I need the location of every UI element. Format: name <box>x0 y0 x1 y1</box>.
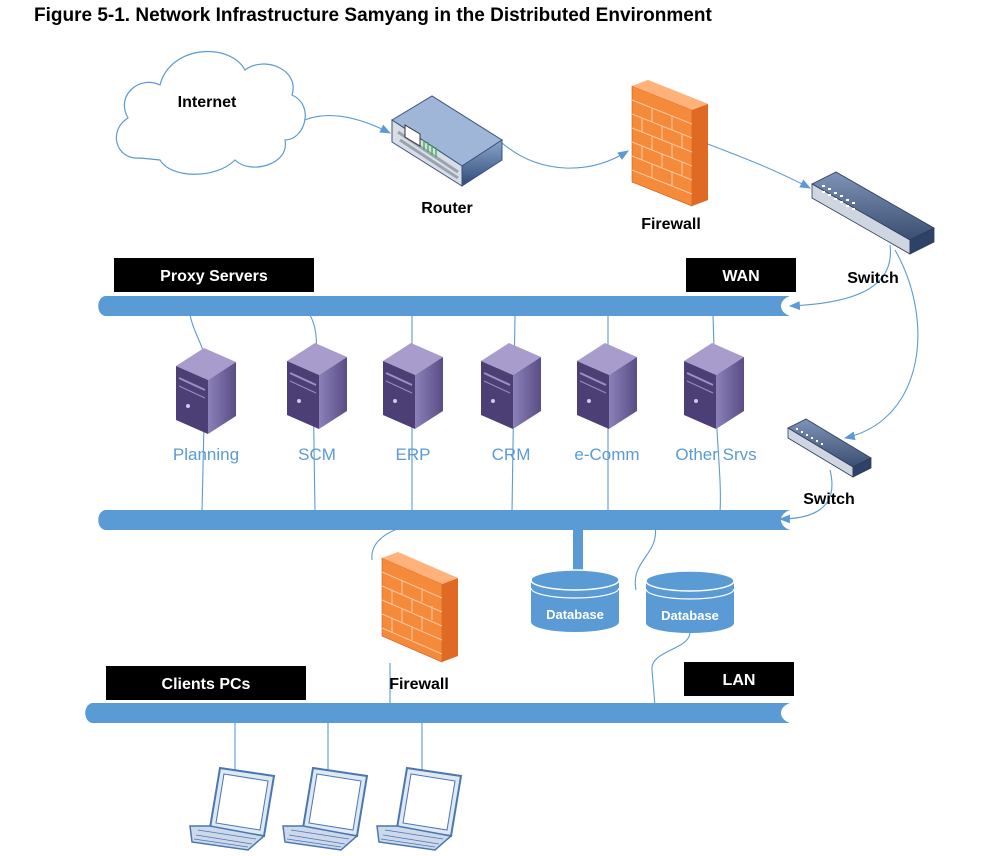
server-label-planning: Planning <box>173 445 239 464</box>
server-ecomm-icon <box>577 343 637 429</box>
figure-title: Figure 5-1. Network Infrastructure Samya… <box>34 5 712 26</box>
server-label-other: Other Srvs <box>675 445 756 464</box>
wire-firewall-switch <box>704 142 811 189</box>
internet-cloud: Internet <box>115 50 306 175</box>
wire-router-firewall <box>501 142 629 169</box>
server-other-icon <box>684 343 744 429</box>
wire-db2-lan <box>651 631 691 707</box>
firewall-bottom-icon: Firewall <box>381 552 458 693</box>
proxy-servers-label: Proxy Servers <box>160 268 268 285</box>
router-label: Router <box>421 200 473 217</box>
database-2-icon: Database <box>645 570 735 633</box>
firewall-top-label: Firewall <box>641 216 701 233</box>
server-label-scm: SCM <box>298 445 336 464</box>
wire-switch-bus <box>778 469 833 524</box>
switch-mid-icon: Switch <box>787 418 872 508</box>
server-label-erp: ERP <box>396 445 431 464</box>
servers-group <box>176 343 744 434</box>
proxy-servers-banner: Proxy Servers <box>114 258 314 292</box>
database-1-icon: Database <box>530 569 620 632</box>
middle-bus <box>98 510 790 530</box>
clients-pcs-label: Clients PCs <box>162 676 251 693</box>
lan-bus <box>85 703 790 723</box>
server-crm-icon <box>481 343 541 429</box>
wire-bus-db2 <box>634 524 657 591</box>
firewall-top-icon: Firewall <box>631 80 708 233</box>
database-1-label: Database <box>546 607 604 622</box>
database-2-label: Database <box>661 608 719 623</box>
laptop-2-icon <box>282 766 369 851</box>
wan-bus <box>98 296 790 316</box>
internet-label: Internet <box>178 94 237 111</box>
server-label-ecomm: e-Comm <box>574 445 639 464</box>
server-erp-icon <box>383 343 443 429</box>
db-trunk <box>573 515 583 580</box>
wan-label: WAN <box>722 268 759 285</box>
laptop-1-icon <box>189 766 276 851</box>
switch-mid-label: Switch <box>803 491 855 508</box>
router-icon: Router <box>391 95 503 217</box>
wire-switch-wan <box>788 244 891 310</box>
server-scm-icon <box>287 343 347 429</box>
lan-banner: LAN <box>684 662 794 696</box>
firewall-bottom-label: Firewall <box>389 676 449 693</box>
wire-switch-switch <box>843 249 919 441</box>
lan-label: LAN <box>723 672 756 689</box>
switch-top-label: Switch <box>847 270 899 287</box>
laptop-3-icon <box>376 766 463 851</box>
server-planning-icon <box>176 348 236 434</box>
switch-top-icon: Switch <box>811 171 935 287</box>
server-label-crm: CRM <box>492 445 531 464</box>
clients-pcs-banner: Clients PCs <box>106 666 306 700</box>
wan-banner: WAN <box>686 258 796 292</box>
